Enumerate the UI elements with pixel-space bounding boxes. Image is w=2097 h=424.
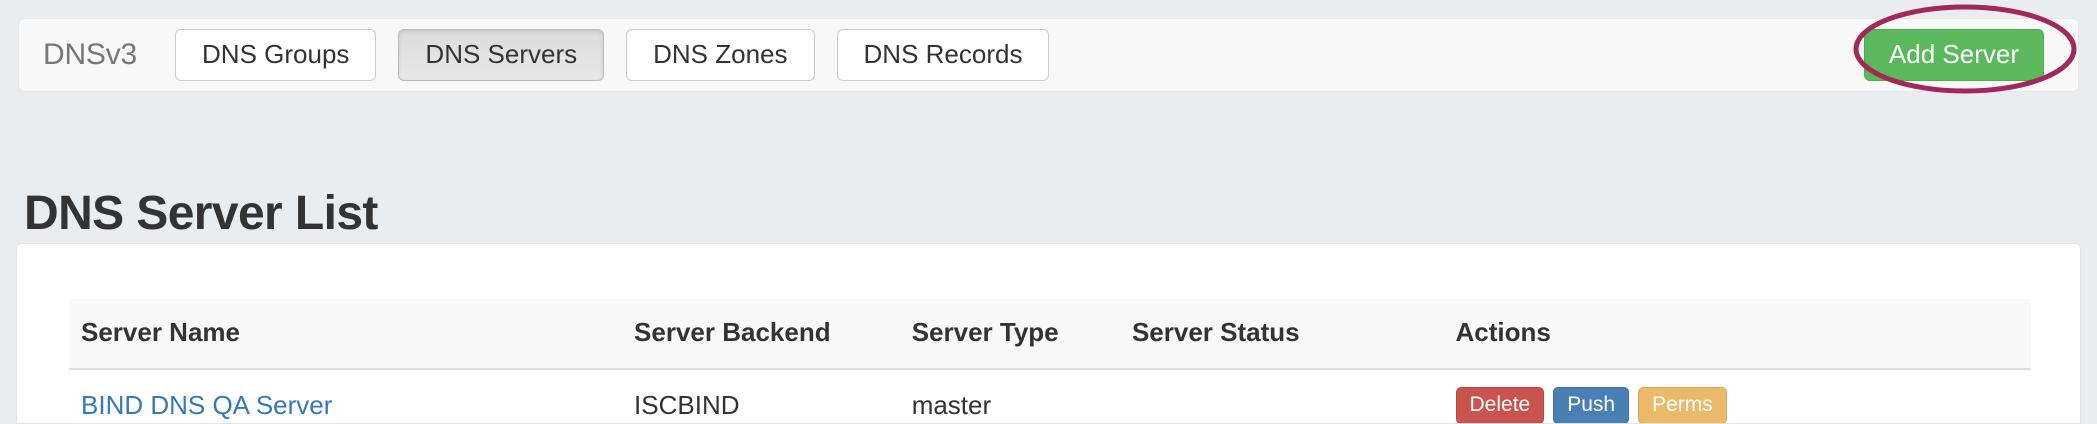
cell-server-status <box>1120 369 1444 423</box>
cell-server-name: BIND DNS QA Server <box>69 369 622 423</box>
delete-button[interactable]: Delete <box>1455 387 1545 423</box>
navbar-actions: Add Server <box>1863 29 2060 81</box>
column-header-actions[interactable]: Actions <box>1443 299 2031 370</box>
top-navbar: DNSv3 DNS Groups DNS Servers DNS Zones D… <box>18 18 2079 92</box>
cell-server-backend: ISCBIND <box>634 390 740 420</box>
cell-actions: Delete Push Perms <box>1444 369 2031 423</box>
tab-dns-zones[interactable]: DNS Zones <box>626 29 815 81</box>
column-header-server-name[interactable]: Server Name <box>69 299 623 370</box>
table-body: BIND DNS QA Server ISCBIND master Delete… <box>69 369 2031 423</box>
nav-tab-group: DNS Groups DNS Servers DNS Zones DNS Rec… <box>175 29 1864 81</box>
column-header-server-status[interactable]: Server Status <box>1119 299 1444 370</box>
brand-logo: DNSv3 <box>43 38 138 71</box>
tab-dns-groups[interactable]: DNS Groups <box>175 29 377 81</box>
table-header: Server Name Server Backend Server Type S… <box>69 299 2031 370</box>
row-action-group: Delete Push Perms <box>1455 387 2031 423</box>
tab-dns-servers[interactable]: DNS Servers <box>398 29 605 81</box>
table-row: BIND DNS QA Server ISCBIND master Delete… <box>69 369 2031 423</box>
tab-dns-records[interactable]: DNS Records <box>836 29 1050 81</box>
server-name-link[interactable]: BIND DNS QA Server <box>81 390 333 420</box>
table-header-row: Server Name Server Backend Server Type S… <box>69 299 2031 370</box>
add-server-button[interactable]: Add Server <box>1863 29 2044 81</box>
page-title: DNS Server List <box>24 187 378 241</box>
column-header-server-backend[interactable]: Server Backend <box>622 299 900 370</box>
push-button[interactable]: Push <box>1553 387 1630 423</box>
content-panel: Server Name Server Backend Server Type S… <box>16 243 2081 424</box>
column-header-server-type[interactable]: Server Type <box>899 299 1120 370</box>
perms-button[interactable]: Perms <box>1638 387 1727 423</box>
cell-server-type: master <box>911 390 992 420</box>
dns-server-table: Server Name Server Backend Server Type S… <box>69 299 2031 423</box>
